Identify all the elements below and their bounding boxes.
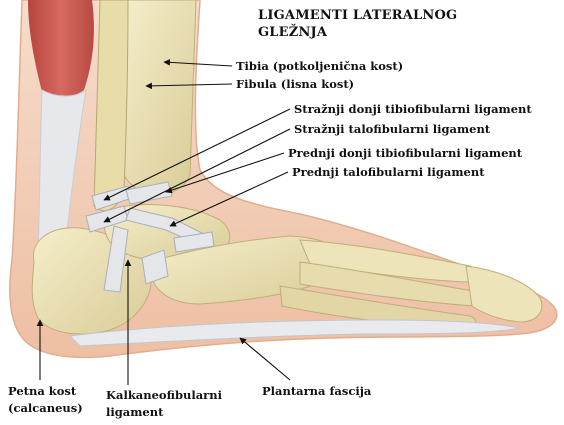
- label-calcaneofibular-line1: Kalkaneofibularni: [106, 388, 222, 402]
- tibia-bone: [120, 0, 196, 194]
- diagram-title-line2: GLEŽNJA: [258, 25, 327, 41]
- label-fibula: Fibula (lisna kost): [236, 77, 354, 91]
- fibula-bone: [94, 0, 128, 211]
- label-tibia: Tibia (potkoljenična kost): [236, 59, 403, 73]
- label-calcaneofibular-line2: ligament: [106, 405, 163, 419]
- label-anterior-talofibular: Prednji talofibularni ligament: [292, 165, 485, 179]
- label-plantar-fascia: Plantarna fascija: [262, 384, 371, 398]
- leader-plantar-fascia: [240, 338, 290, 380]
- label-calcaneus-line2: (calcaneus): [8, 401, 83, 415]
- label-posterior-inferior-tibiofibular: Stražnji donji tibiofibularni ligament: [294, 102, 532, 116]
- label-posterior-talofibular: Stražnji talofibularni ligament: [294, 122, 490, 136]
- diagram-title-line1: LIGAMENTI LATERALNOG: [258, 8, 457, 24]
- label-anterior-inferior-tibiofibular: Prednji donji tibiofibularni ligament: [288, 146, 522, 160]
- label-calcaneus-line1: Petna kost: [8, 384, 76, 398]
